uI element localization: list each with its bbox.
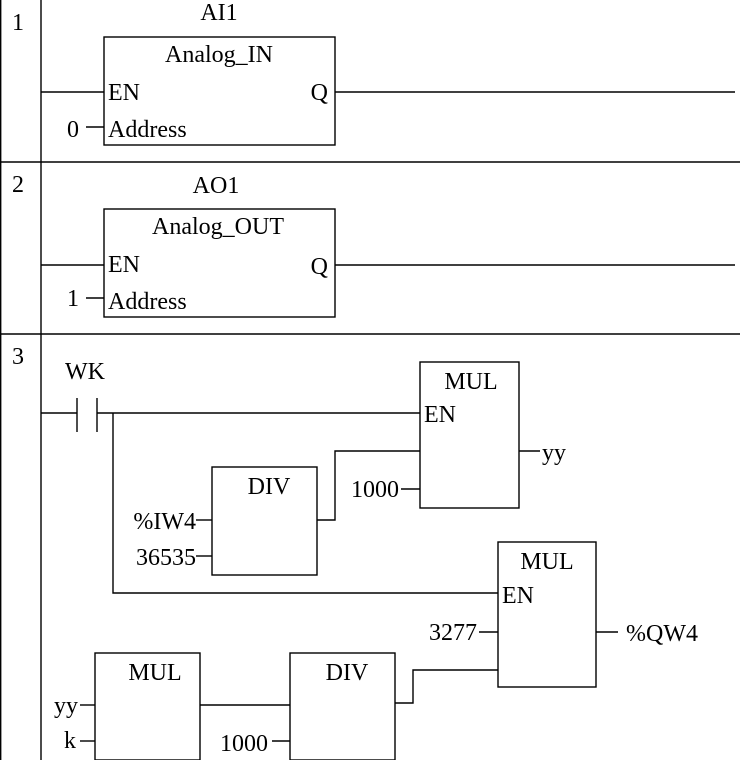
mul-type-label: MUL — [520, 549, 573, 575]
div-type-label: DIV — [248, 474, 291, 500]
mul-block-1[interactable] — [419, 361, 520, 509]
mul-in2-value: 1000 — [351, 477, 399, 503]
div-in2-value: 1000 — [220, 731, 268, 757]
address-value: 0 — [67, 117, 79, 143]
div-to-mul-wire — [317, 450, 420, 521]
mul-in2-value: 3277 — [429, 620, 477, 646]
q-pin-label: Q — [311, 80, 328, 106]
address-value: 1 — [67, 286, 79, 312]
div-to-mul-wire — [395, 669, 498, 704]
q-pin-label: Q — [311, 254, 328, 280]
mul-en-label: EN — [502, 583, 534, 609]
div-block-1[interactable] — [211, 466, 318, 576]
block-instance-name: AO1 — [193, 173, 240, 199]
block-instance-name: AI1 — [200, 0, 237, 26]
rung-number: 2 — [12, 172, 24, 198]
div-type-label: DIV — [326, 660, 369, 686]
rung-number: 3 — [12, 344, 24, 370]
analog-in-block[interactable] — [103, 36, 336, 146]
mul-block-3[interactable] — [94, 652, 201, 760]
mul-type-label: MUL — [128, 660, 181, 686]
branch-wire — [112, 413, 498, 594]
mul-out-value: yy — [542, 440, 566, 466]
mul-type-label: MUL — [444, 369, 497, 395]
block-type-label: Analog_IN — [165, 42, 273, 68]
en-pin-label: EN — [108, 252, 140, 278]
mul-in1-value: yy — [54, 693, 78, 719]
mul-block-2[interactable] — [497, 541, 597, 688]
address-pin-label: Address — [108, 289, 187, 315]
rung-1: 1 AI1 Analog_IN EN Q Address 0 — [12, 0, 735, 146]
rung-3: 3 WK MUL EN 1000 yy DIV %IW4 36535 MUL E… — [12, 344, 698, 760]
wk-contact[interactable] — [41, 398, 420, 432]
mul-in2-value: k — [64, 728, 76, 754]
mul-out-value: %QW4 — [626, 621, 698, 647]
block-type-label: Analog_OUT — [152, 214, 284, 240]
div-in1-value: %IW4 — [133, 509, 196, 535]
mul-en-label: EN — [424, 402, 456, 428]
en-pin-label: EN — [108, 80, 140, 106]
rung-2: 2 AO1 Analog_OUT EN Q Address 1 — [12, 172, 735, 318]
address-pin-label: Address — [108, 117, 187, 143]
div-block-2[interactable] — [289, 652, 396, 760]
rung-number: 1 — [12, 10, 24, 36]
div-in2-value: 36535 — [136, 545, 196, 571]
analog-out-block[interactable] — [103, 208, 336, 318]
contact-label: WK — [65, 359, 106, 385]
